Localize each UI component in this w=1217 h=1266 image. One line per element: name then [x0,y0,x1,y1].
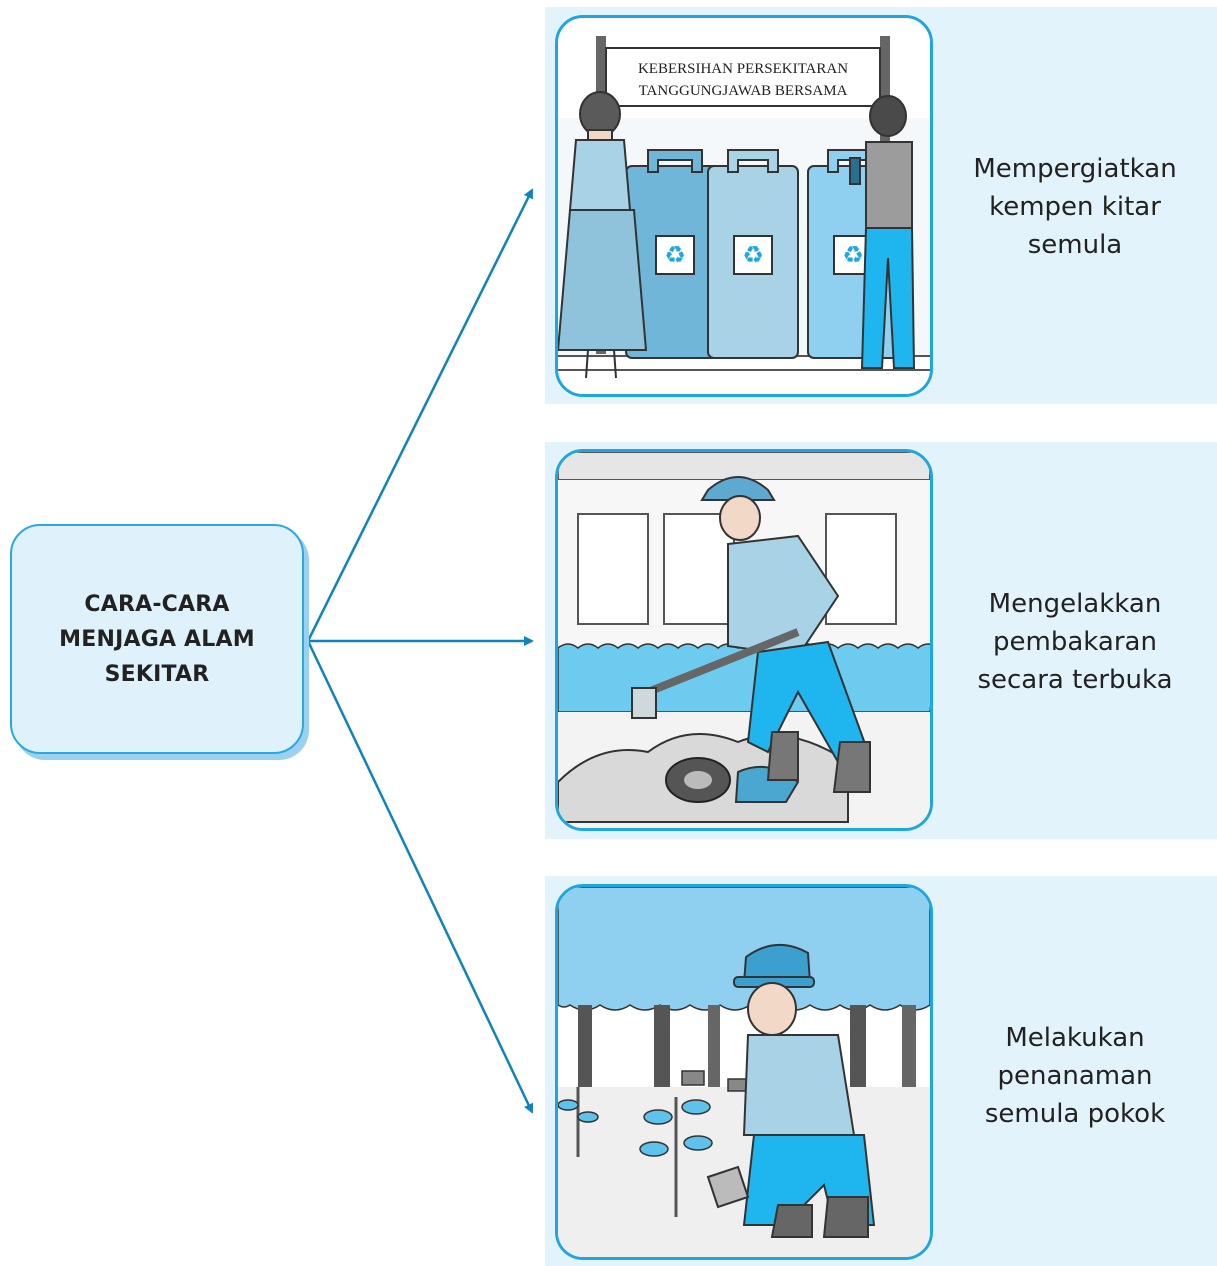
svg-text:♻: ♻ [664,241,686,269]
caption-replanting-line-3: semula pokok [984,1099,1166,1129]
boy-figure [849,95,916,369]
central-topic-box: CARA-CARA MENJAGA ALAM SEKITAR [10,524,304,754]
caption-recycling-line-3: semula [1027,230,1123,260]
girl-figure [558,91,648,379]
caption-no-burning: Mengelakkan pembakaran secara terbuka [945,585,1205,699]
seedling-center [639,1097,713,1217]
caption-no-burning-line-3: secara terbuka [977,665,1173,695]
caption-recycling: Mempergiatkan kempen kitar semula [945,150,1205,264]
seedling-left [558,1087,599,1157]
recycle-bin-left: ♻ [625,149,725,359]
caption-no-burning-line-2: pembakaran [993,627,1157,657]
arrow-to-recycling [306,188,534,642]
panel-no-burning: Mengelakkan pembakaran secara terbuka [545,442,1217,839]
central-line-3: SEKITAR [104,661,210,687]
caption-no-burning-line-1: Mengelakkan [988,589,1162,619]
svg-text:♻: ♻ [742,241,764,269]
no-burning-illustration [555,449,933,831]
sign-line-1: KEBERSIHAN PERSEKITARAN [638,61,848,77]
caption-replanting-line-2: penanaman [997,1061,1153,1091]
recycling-illustration: KEBERSIHAN PERSEKITARAN TANGGUNGJAWAB BE… [555,15,933,397]
caption-replanting-line-1: Melakukan [1005,1023,1145,1053]
caption-recycling-line-2: kempen kitar [989,192,1161,222]
caption-replanting: Melakukan penanaman semula pokok [945,1019,1205,1133]
central-line-2: MENJAGA ALAM [59,626,255,652]
caption-recycling-line-1: Mempergiatkan [973,154,1177,184]
central-topic-label: CARA-CARA MENJAGA ALAM SEKITAR [33,587,281,692]
man-digging-figure [631,476,871,793]
arrow-to-replanting [306,640,534,1114]
svg-text:♻: ♻ [842,241,864,269]
central-line-1: CARA-CARA [84,591,230,617]
replanting-illustration [555,884,933,1260]
panel-recycling: KEBERSIHAN PERSEKITARAN TANGGUNGJAWAB BE… [545,7,1217,404]
man-planting-figure [706,943,876,1238]
recycle-bin-middle: ♻ [707,149,799,359]
panel-replanting: Melakukan penanaman semula pokok [545,876,1217,1266]
sign-line-2: TANGGUNGJAWAB BERSAMA [639,83,848,99]
